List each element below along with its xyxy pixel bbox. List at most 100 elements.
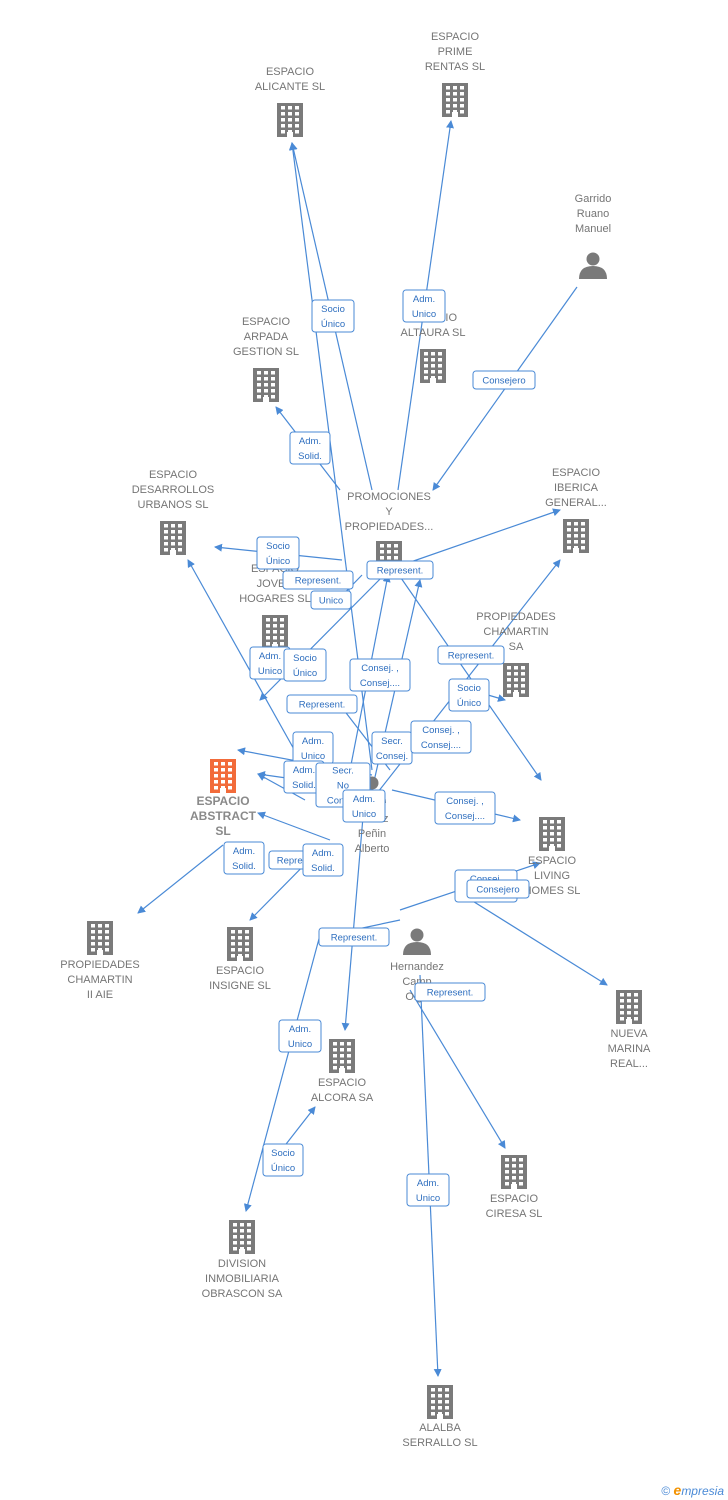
node-label-line[interactable]: RENTAS SL	[425, 61, 485, 73]
node-label-line[interactable]: ALCORA SA	[311, 1092, 374, 1104]
building-icon[interactable]	[262, 615, 288, 649]
edge-label[interactable]: Adm.Solid.	[302, 843, 344, 877]
building-icon[interactable]	[427, 1385, 453, 1419]
node-label-line[interactable]: ARPADA	[244, 331, 289, 343]
edge-label[interactable]: Represent.	[282, 570, 354, 590]
node-label-line[interactable]: Alberto	[355, 843, 390, 855]
node-label-line[interactable]: REAL...	[610, 1058, 648, 1070]
node-label-line[interactable]: CHAMARTIN	[483, 626, 548, 638]
building-icon[interactable]	[501, 1155, 527, 1189]
node-label-line[interactable]: ESPACIO	[490, 1193, 539, 1205]
node-label-line[interactable]: ESPACIO	[431, 31, 480, 43]
edge-label[interactable]: Represent.	[318, 927, 390, 947]
edge-label[interactable]: Consej. ,Consej....	[434, 791, 496, 825]
node-label-line[interactable]: ESPACIO	[318, 1077, 367, 1089]
building-icon[interactable]	[229, 1220, 255, 1254]
edge-label[interactable]: Adm.Unico	[292, 731, 334, 765]
edge-label[interactable]: Represent.	[414, 982, 486, 1002]
node-label-line[interactable]: PRIME	[438, 46, 473, 58]
node-label-line[interactable]: DIVISION	[218, 1258, 266, 1270]
building-icon[interactable]	[503, 663, 529, 697]
node-label-line[interactable]: INMOBILIARIA	[205, 1273, 280, 1285]
node-label-line[interactable]: Peñin	[358, 828, 386, 840]
node-label-line[interactable]: SL	[215, 824, 230, 838]
node-label-line[interactable]: PROMOCIONES	[347, 491, 431, 503]
node-propiedades-chamartin-sa[interactable]: PROPIEDADES CHAMARTIN SA	[476, 611, 556, 697]
building-icon[interactable]	[160, 521, 186, 555]
node-label-line[interactable]: ESPACIO	[216, 965, 265, 977]
building-icon[interactable]	[420, 349, 446, 383]
node-label-line[interactable]: II AIE	[87, 989, 113, 1001]
node-propiedades-chamartin-ii[interactable]: PROPIEDADES CHAMARTIN II AIE	[60, 921, 140, 1001]
node-espacio-alicante[interactable]: ESPACIO ALICANTE SL	[255, 66, 325, 137]
edge-label[interactable]: Consej. ,Consej....	[410, 720, 472, 754]
node-label-line[interactable]: CHAMARTIN	[67, 974, 132, 986]
node-espacio-prime-rentas[interactable]: ESPACIO PRIME RENTAS SL	[425, 31, 485, 117]
building-icon[interactable]	[277, 103, 303, 137]
node-alalba-serrallo[interactable]: ALALBA SERRALLO SL	[402, 1385, 478, 1449]
node-label-line[interactable]: IBERICA	[554, 482, 599, 494]
node-label-line[interactable]: CIRESA SL	[486, 1208, 543, 1220]
node-espacio-alcora[interactable]: ESPACIO ALCORA SA	[311, 1039, 374, 1104]
node-label-line[interactable]: NUEVA	[610, 1028, 648, 1040]
node-label-line[interactable]: PROPIEDADES...	[345, 521, 434, 533]
node-label-line[interactable]: ESPACIO	[196, 794, 249, 808]
node-label-line[interactable]: ALALBA	[419, 1422, 461, 1434]
node-label-line[interactable]: SA	[509, 641, 524, 653]
node-espacio-altaura[interactable]: ESPACIOALTAURA SL	[400, 312, 466, 383]
building-icon[interactable]	[616, 990, 642, 1024]
edge-label[interactable]: Consejero	[466, 879, 530, 899]
node-label-line[interactable]: OBRASCON SA	[202, 1288, 283, 1300]
building-icon[interactable]	[329, 1039, 355, 1073]
node-label-line[interactable]: PROPIEDADES	[476, 611, 555, 623]
edge-label[interactable]: Unico	[310, 590, 352, 610]
node-label-line[interactable]: Ruano	[577, 208, 609, 220]
node-label-line[interactable]: ALICANTE SL	[255, 81, 325, 93]
node-label-line[interactable]: MARINA	[608, 1043, 651, 1055]
person-icon[interactable]	[579, 252, 607, 280]
node-label-line[interactable]: HOGARES SL	[239, 593, 311, 605]
node-label-line[interactable]: Manuel	[575, 223, 611, 235]
node-label-line[interactable]: HOMES SL	[524, 885, 581, 897]
edge-label[interactable]: Consej. ,Consej....	[349, 658, 411, 692]
building-icon[interactable]	[563, 519, 589, 553]
node-label-line[interactable]: ALTAURA SL	[400, 327, 465, 339]
edge-label[interactable]: Adm.Unico	[342, 789, 386, 823]
edge-label[interactable]: Consejero	[472, 370, 536, 390]
node-label-line[interactable]: Hernandez	[390, 961, 444, 973]
node-label-line[interactable]: Garrido	[575, 193, 612, 205]
node-nueva-marina[interactable]: NUEVA MARINA REAL...	[608, 990, 651, 1070]
building-icon[interactable]	[227, 927, 253, 961]
node-espacio-iberica[interactable]: ESPACIOIBERICAGENERAL...	[545, 467, 607, 553]
node-label-line[interactable]: INSIGNE SL	[209, 980, 271, 992]
node-label-line[interactable]: ESPACIO	[266, 66, 315, 78]
node-label-line[interactable]: LIVING	[534, 870, 570, 882]
edge-label[interactable]: Adm.Solid.	[223, 841, 265, 875]
edge-label[interactable]: Represent.	[286, 694, 358, 714]
node-label-line[interactable]: Y	[385, 506, 393, 518]
person-icon[interactable]	[403, 928, 431, 956]
node-label-line[interactable]: DESARROLLOS	[132, 484, 215, 496]
node-espacio-insigne[interactable]: ESPACIO INSIGNE SL	[209, 927, 271, 992]
building-icon[interactable]	[539, 817, 565, 851]
edge-label[interactable]: Adm.Unico	[402, 289, 446, 323]
node-label-line[interactable]: GENERAL...	[545, 497, 607, 509]
node-label-line[interactable]: PROPIEDADES	[60, 959, 139, 971]
node-label-line[interactable]: URBANOS SL	[138, 499, 209, 511]
edge-label[interactable]: Adm.Unico	[406, 1173, 450, 1207]
node-label-line[interactable]: GESTION SL	[233, 346, 299, 358]
building-icon[interactable]	[253, 368, 279, 402]
building-icon[interactable]	[442, 83, 468, 117]
building-icon[interactable]	[210, 759, 236, 793]
node-label-line[interactable]: SERRALLO SL	[402, 1437, 477, 1449]
edge-label[interactable]: Secr.Consej.	[371, 731, 413, 765]
